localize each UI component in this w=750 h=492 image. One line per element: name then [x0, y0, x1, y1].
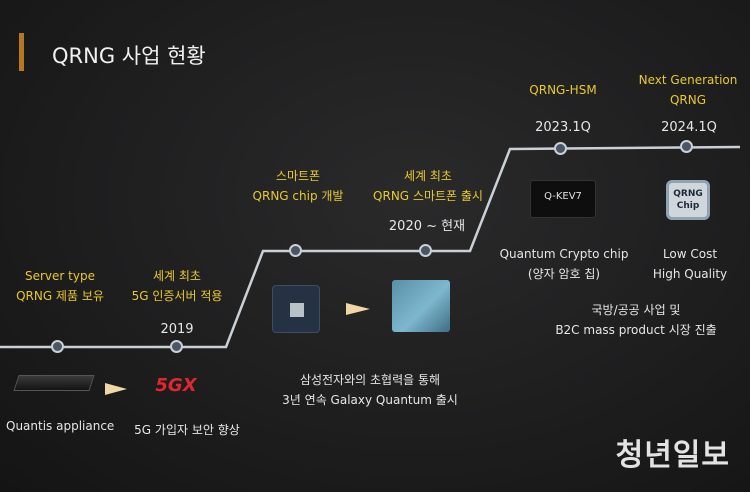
arrow-right-icon	[346, 303, 370, 315]
stage3-header: 스마트폰 QRNG chip 개발	[242, 166, 354, 206]
quantis-appliance-image	[13, 375, 95, 391]
timeline-node	[51, 340, 64, 353]
stage5-caption-line2: (양자 암호 칩)	[527, 267, 601, 281]
title-accent-bar	[19, 33, 24, 71]
stage6-caption-line2: High Quality	[652, 267, 728, 281]
timeline-node	[170, 340, 183, 353]
stage4-caption-line1: 삼성전자와의 초협력을 통해	[299, 373, 441, 387]
stage1-header-line1: Server type	[25, 269, 95, 283]
timeline-node	[554, 142, 567, 155]
arrow-right-icon	[105, 383, 127, 395]
stage2-header-line2: 5G 인증서버 적용	[131, 289, 223, 303]
stage2-caption: 5G 가입자 보안 향상	[134, 423, 240, 437]
5gx-logo: 5GX	[155, 375, 197, 396]
stage4-header: 세계 최초 QRNG 스마트폰 출시	[358, 166, 498, 206]
stage6-date: 2024.1Q	[661, 120, 717, 135]
stage3-header-line2: QRNG chip 개발	[252, 189, 344, 203]
stage6-header-line1: Next Generation	[638, 73, 738, 87]
stage6-caption: Low Cost High Quality	[640, 244, 740, 284]
stage6-header: Next Generation QRNG	[630, 70, 746, 110]
stage4-date: 2020 ~ 현재	[388, 219, 466, 234]
stage4-caption: 삼성전자와의 초협력을 통해 3년 연속 Galaxy Quantum 출시	[270, 370, 470, 410]
market-note-line1: 국방/공공 사업 및	[591, 303, 681, 317]
slide-title: QRNG 사업 현황	[52, 44, 206, 68]
stage2-header: 세계 최초 5G 인증서버 적용	[120, 266, 234, 306]
stage2-header-line1: 세계 최초	[153, 269, 201, 283]
stage4-header-line1: 세계 최초	[404, 169, 452, 183]
stage1-header: Server type QRNG 제품 보유	[8, 266, 112, 306]
stage5-caption-line1: Quantum Crypto chip	[499, 247, 629, 261]
market-note-line2: B2C mass product 시장 진출	[555, 323, 717, 337]
stage6-header-line2: QRNG	[669, 93, 707, 107]
stage4-caption-line2: 3년 연속 Galaxy Quantum 출시	[282, 393, 458, 407]
stage5-date: 2023.1Q	[535, 120, 591, 135]
chip-die	[290, 303, 304, 317]
qrng-chip-label-line2: Chip	[676, 201, 700, 211]
market-note: 국방/공공 사업 및 B2C mass product 시장 진출	[528, 300, 744, 340]
timeline-node	[289, 244, 302, 257]
qrng-chip-label-line1: QRNG	[673, 189, 703, 199]
timeline-node	[680, 140, 693, 153]
galaxy-quantum-phone-image	[392, 280, 450, 332]
stage5-caption: Quantum Crypto chip (양자 암호 칩)	[496, 244, 632, 284]
watermark: 청년일보	[615, 438, 730, 473]
timeline-node	[419, 244, 432, 257]
q-kev7-chip-image: Q-KEV7	[530, 180, 596, 218]
qrng-chip-image	[272, 285, 320, 333]
timeline-path	[0, 145, 741, 349]
stage3-header-line1: 스마트폰	[275, 169, 321, 183]
stage6-caption-line1: Low Cost	[662, 247, 718, 261]
qrng-chip-badge: QRNG Chip	[666, 180, 710, 220]
stage1-caption: Quantis appliance	[6, 419, 115, 433]
stage4-header-line2: QRNG 스마트폰 출시	[373, 189, 483, 203]
stage5-header: QRNG-HSM	[529, 83, 597, 97]
stage1-header-line2: QRNG 제품 보유	[16, 289, 104, 303]
q-kev7-label: Q-KEV7	[544, 191, 582, 202]
stage2-date: 2019	[160, 322, 194, 337]
